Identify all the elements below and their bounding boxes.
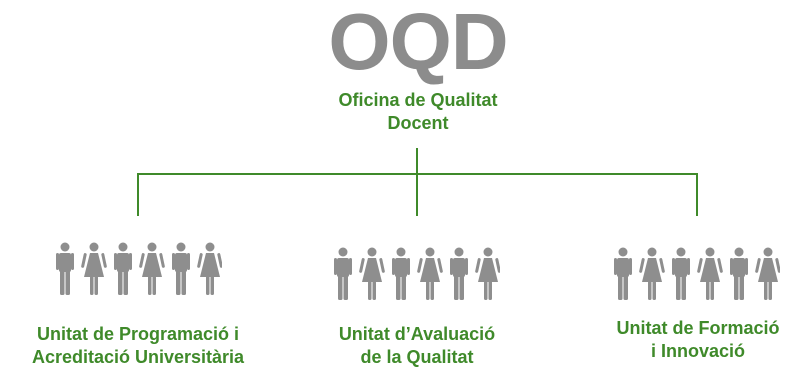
unit-label-line-1: Unitat d’Avaluació <box>338 324 496 344</box>
woman-icon <box>81 242 107 295</box>
man-icon <box>114 242 132 295</box>
root-node-label: Oficina de Qualitat Docent <box>268 89 568 135</box>
man-icon <box>730 247 748 300</box>
unit-label-avaluacio: Unitat d’Avaluació de la Qualitat <box>267 323 567 369</box>
woman-icon <box>359 247 385 300</box>
unit-label-formacio: Unitat de Formació i Innovació <box>548 317 800 363</box>
team-icons-unit-2 <box>334 247 500 300</box>
woman-icon <box>475 247 500 300</box>
oqd-logo: OQD <box>328 0 508 86</box>
woman-icon <box>639 247 665 300</box>
team-icons-unit-3 <box>614 247 780 300</box>
unit-label-line-2: i Innovació <box>650 341 746 361</box>
woman-icon <box>755 247 780 300</box>
woman-icon <box>197 242 222 295</box>
woman-icon <box>139 242 165 295</box>
man-icon <box>56 242 74 295</box>
man-icon <box>450 247 468 300</box>
root-label-line-2: Docent <box>387 113 449 133</box>
woman-icon <box>417 247 443 300</box>
unit-label-line-2: Acreditació Universitària <box>31 347 245 367</box>
man-icon <box>614 247 632 300</box>
unit-label-line-1: Unitat de Formació <box>616 318 780 338</box>
man-icon <box>172 242 190 295</box>
man-icon <box>392 247 410 300</box>
unit-label-line-2: de la Qualitat <box>360 347 474 367</box>
man-icon <box>672 247 690 300</box>
man-icon <box>334 247 352 300</box>
team-icons-unit-1 <box>56 242 222 295</box>
woman-icon <box>697 247 723 300</box>
unit-label-line-1: Unitat de Programació i <box>36 324 240 344</box>
unit-label-programacio: Unitat de Programació i Acreditació Univ… <box>0 323 288 369</box>
root-label-line-1: Oficina de Qualitat <box>338 90 498 110</box>
